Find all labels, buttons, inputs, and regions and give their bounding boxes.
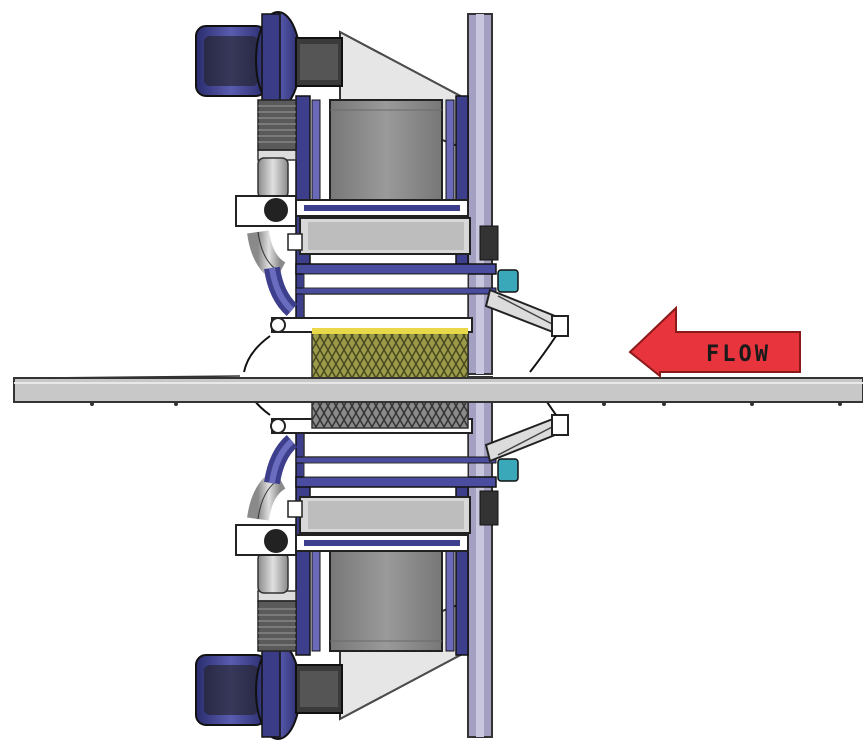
lower-cleaning-unit	[196, 377, 568, 739]
flow-arrow: FLOW	[628, 305, 801, 379]
upper-cleaning-unit	[196, 12, 568, 378]
lower-brush	[311, 401, 469, 429]
flow-label: FLOW	[706, 342, 771, 367]
upper-brush	[311, 331, 469, 379]
center-beam	[13, 375, 863, 406]
